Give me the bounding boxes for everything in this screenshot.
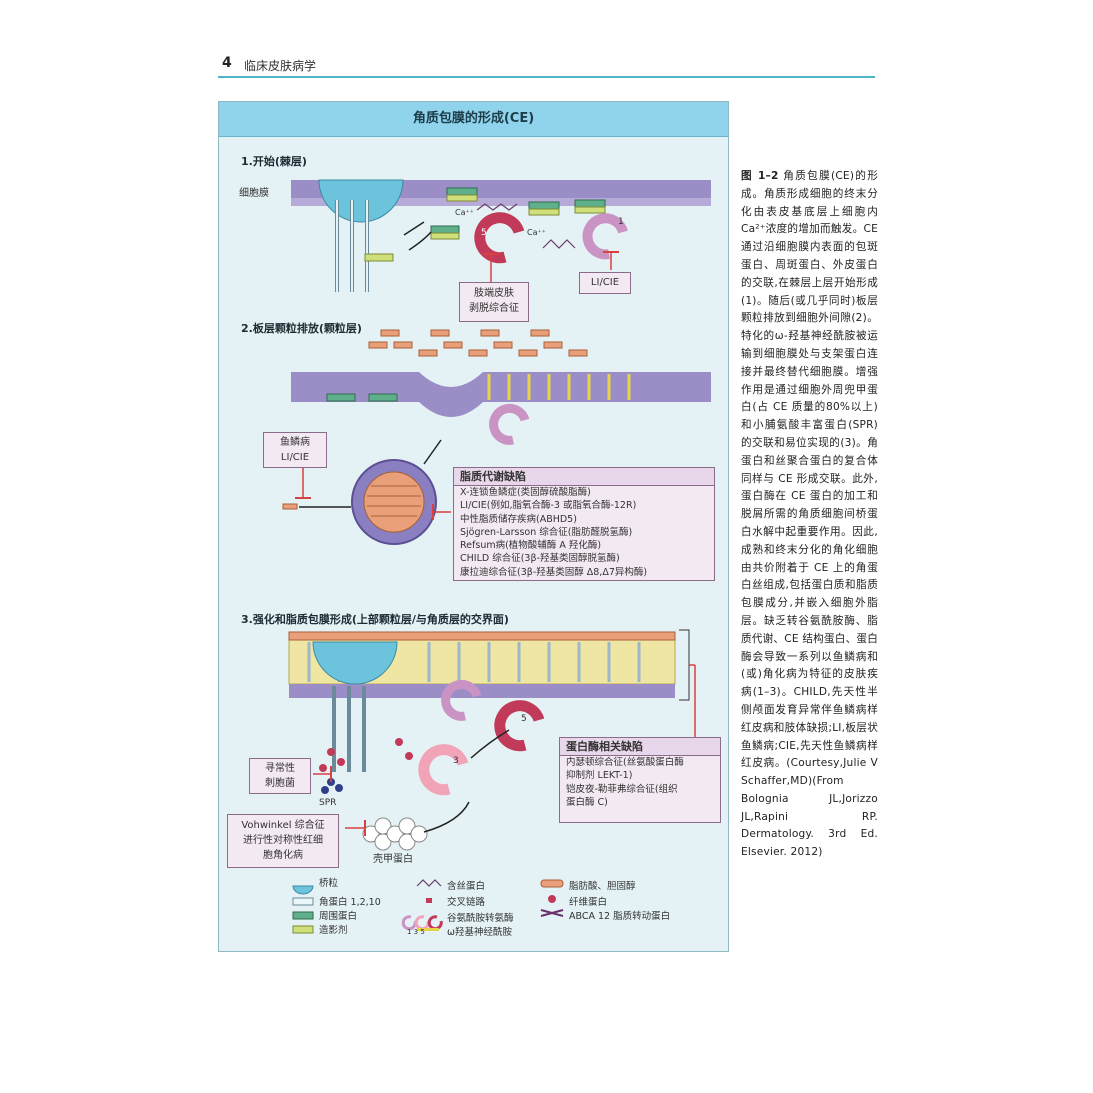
- section1-label: 1.开始(棘层): [241, 155, 307, 168]
- lipid-line: 康拉迪综合征(3β-羟基类固醇 Δ8,Δ7异构酶): [460, 566, 648, 578]
- acral-peeling-box: 肢端皮肤 剥脱综合征: [459, 282, 529, 322]
- envoplakin-bar: [446, 187, 478, 196]
- figure-caption: 图 1–2 角质包膜(CE)的形成。角质形成细胞的终末分化由表皮基底层上细胞内 …: [741, 168, 878, 862]
- lipid-box-title: 脂质代谢缺陷: [454, 468, 714, 486]
- lipid-line: Sjögren-Larsson 综合征(脂肪醛脱氢酶): [460, 526, 633, 538]
- legend-keratin: 角蛋白 1,2,10: [319, 897, 381, 908]
- legend-periplakin: 周围蛋白: [319, 911, 358, 922]
- lipid-line: CHILD 综合征(3β-羟基类固醇脱氢酶): [460, 553, 620, 565]
- tgase-5-number-s3: 5: [521, 714, 527, 724]
- calcium-label-2: Ca⁺⁺: [527, 228, 546, 237]
- transglutaminase-5-shape: [474, 212, 525, 264]
- lipid-line: 中性脂质储存疾病(ABHD5): [460, 513, 577, 525]
- cell-membrane-label: 细胞膜: [239, 188, 269, 199]
- ichthyosis-vulgaris-box: 寻常性 刺胞菌: [249, 758, 311, 794]
- acral-peeling-line1: 肢端皮肤: [474, 288, 514, 299]
- page-number: 4: [222, 55, 232, 71]
- legend-filaggrin: 含丝蛋白: [447, 881, 486, 892]
- vohwinkel-line3: 胞角化病: [263, 850, 303, 861]
- legend-transglutaminase: 谷氨酰胺转氨酶: [447, 913, 514, 924]
- header-rule: [218, 76, 875, 78]
- tgase-1-number: 1: [618, 217, 624, 227]
- legend-crosslink: 交叉链路: [447, 897, 486, 908]
- legend-desmosome: 桥粒: [319, 878, 339, 889]
- lipid-metabolism-box: 脂质代谢缺陷 X-连锁鱼鳞症(类固醇硫酸脂酶) LI/CIE(例如,脂氧合酶-3…: [453, 467, 715, 581]
- legend-abca12: ABCA 12 脂质转动蛋白: [569, 911, 671, 922]
- protease-line: 内瑟顿综合征(丝氨酸蛋白酶: [566, 757, 684, 768]
- vulgaris-line1: 寻常性: [265, 763, 295, 774]
- vohwinkel-box: Vohwinkel 综合征 进行性对称性红细 胞角化病: [227, 814, 339, 868]
- section3-diagram: [288, 629, 696, 851]
- calcium-label: Ca⁺⁺: [455, 208, 474, 217]
- vohwinkel-line1: Vohwinkel 综合征: [241, 820, 325, 831]
- figure-panel: 角质包膜的形成(CE): [218, 101, 729, 952]
- vulgaris-line2: 刺胞菌: [265, 778, 295, 789]
- loricrin-label: 壳甲蛋白: [373, 854, 413, 865]
- protease-box: 蛋白酶相关缺陷 内瑟顿综合征(丝氨酸蛋白酶 抑制剂 LEKT-1) 铠皮夜-勒菲…: [559, 737, 721, 823]
- caption-text: 角质包膜(CE)的形成。角质形成细胞的终末分化由表皮基底层上细胞内 Ca²⁺浓度…: [741, 170, 878, 859]
- legend-tg-numbers: 1 3 5: [407, 928, 425, 936]
- legend-contrast: 造影剂: [319, 925, 348, 936]
- protease-line: 铠皮夜-勒菲弗综合征(组织: [566, 783, 678, 795]
- section3-label: 3.强化和脂质包膜形成(上部颗粒层/与角质层的交界面): [241, 613, 509, 626]
- lipid-line: Refsum病(植物酸辅酶 A 羟化酶): [460, 540, 602, 552]
- ichthyosis-box: 鱼鳞病 LI/CIE: [263, 432, 327, 468]
- ichthyosis-line1: 鱼鳞病: [280, 437, 310, 448]
- tgase-5-number: 5: [481, 228, 487, 238]
- vohwinkel-line2: 进行性对称性红细: [243, 835, 323, 846]
- tgase-3-number: 3: [453, 756, 459, 766]
- section2-diagram: [282, 329, 711, 545]
- legend-ceramide: ω羟基神经酰胺: [447, 927, 512, 938]
- desmosome-shape: [318, 179, 404, 223]
- legend-symbols: [292, 879, 564, 934]
- lipid-line: LI/CIE(例如,脂氧合酶-3 或脂氧合酶-12R): [460, 500, 637, 512]
- caption-lead: 图 1–2: [741, 170, 779, 182]
- page-header: 4 临床皮肤病学: [218, 52, 875, 78]
- protease-line: 抑制剂 LEKT-1): [566, 770, 633, 782]
- running-title: 临床皮肤病学: [244, 59, 317, 73]
- li-cie-box-1: LI/CIE: [579, 272, 631, 294]
- legend-fibrin: 纤维蛋白: [569, 897, 608, 908]
- acral-peeling-line2: 剥脱综合征: [469, 303, 519, 314]
- legend-fatty-acid: 脂肪酸、胆固醇: [569, 881, 636, 892]
- section1-diagram: [291, 179, 711, 292]
- lipid-line: X-连锁鱼鳞症(类固醇硫酸脂酶): [460, 487, 591, 498]
- transglutaminase-1-shape: [582, 213, 628, 260]
- protease-box-title: 蛋白酶相关缺陷: [560, 738, 720, 756]
- spr-label: SPR: [319, 798, 337, 808]
- figure-title: 角质包膜的形成(CE): [219, 102, 728, 137]
- figure-diagram: [282, 179, 711, 934]
- granular-membrane: [291, 372, 711, 417]
- section2-label: 2.板层颗粒排放(颗粒层): [241, 322, 362, 335]
- protease-line: 蛋白酶 C): [566, 796, 608, 808]
- ichthyosis-line2: LI/CIE: [280, 452, 310, 463]
